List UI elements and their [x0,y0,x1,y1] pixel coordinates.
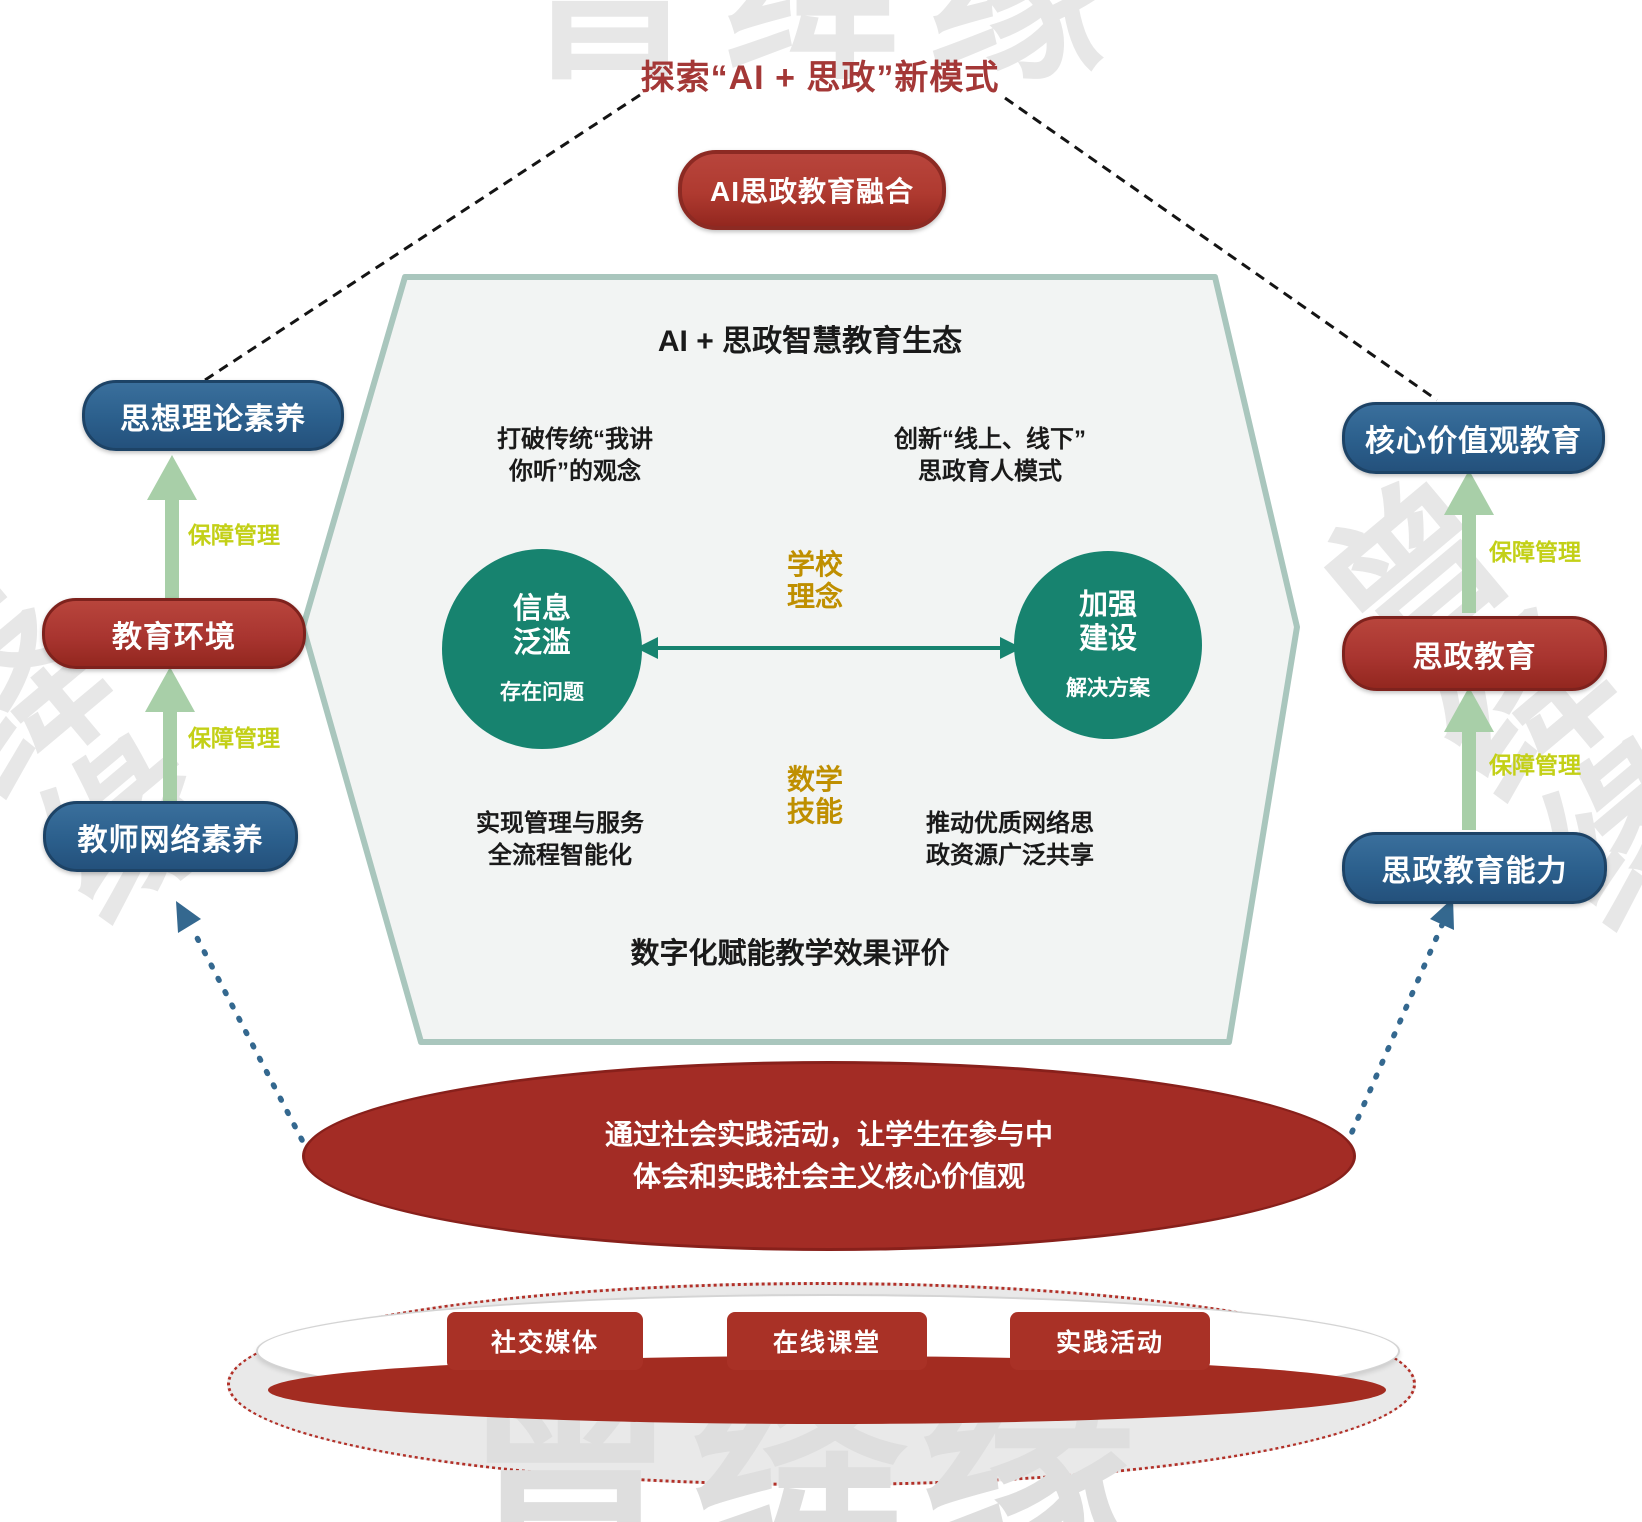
double-arrow-head-left [636,637,658,659]
dashed-line-left [204,93,641,382]
practice-ellipse: 通过社会实践活动，让学生在参与中 体会和实践社会主义核心价值观 [302,1061,1356,1251]
circle-line: 建设 [1078,623,1137,655]
page-title: 探索“AI + 思政”新模式 [640,59,1000,97]
gold-label-line: 理念 [786,581,843,613]
platform-item-practice: 实践活动 [1010,1312,1210,1370]
blurb-top-left: 打破传统“我讲 你听”的观念 [450,424,700,487]
blurb-line: 实现管理与服务 [476,810,644,837]
up-arrow-left-1 [147,455,197,598]
arrow-label-management: 保障管理 [188,725,280,751]
blurb-line: 全流程智能化 [488,841,632,869]
arrow-label-management: 保障管理 [1489,539,1581,565]
hexagon-heading: AI + 思政智慧教育生态 [657,325,963,358]
blurb-line: 推动优质网络思 [926,810,1094,837]
practice-line: 体会和实践社会主义核心价值观 [632,1161,1025,1192]
up-arrow-left-2 [145,667,195,801]
blurb-line: 思政育人模式 [918,457,1062,485]
blurb-bottom-left: 实现管理与服务 全流程智能化 [435,808,685,871]
pill-education-environment: 教育环境 [42,598,306,669]
circle-line: 加强 [1078,588,1137,621]
circle-line: 信息 [512,592,571,625]
circle-text: 加强 建设 [1079,588,1137,656]
pill-ideological-theory-literacy: 思想理论素养 [82,380,344,451]
up-arrow-right-2 [1444,687,1494,830]
blurb-bottom-right: 推动优质网络思 政资源广泛共享 [885,808,1135,871]
label-math-skill: 数学 技能 [755,764,875,828]
gold-label-line: 数学 [786,764,843,795]
platform-item-online-class: 在线课堂 [727,1312,927,1370]
circle-caption: 存在问题 [500,681,584,705]
blurb-line: 政资源广泛共享 [926,841,1094,869]
circle-text: 信息 泛滥 [513,592,571,660]
practice-line: 通过社会实践活动，让学生在参与中 [604,1119,1053,1150]
problem-circle: 信息 泛滥 存在问题 [442,549,642,749]
dashed-arrow-right [1349,922,1445,1135]
blurb-top-right: 创新“线上、线下” 思政育人模式 [865,424,1115,487]
blurb-line: 打破传统“我讲 [497,426,653,453]
dashed-arrow-right-head [1430,898,1454,930]
circle-line: 泛滥 [512,627,571,659]
arrow-label-management: 保障管理 [1489,752,1581,778]
double-arrow-head-right [1000,637,1022,659]
gold-label-line: 学校 [786,549,843,580]
pill-ideological-education: 思政教育 [1342,616,1607,691]
gold-label-line: 技能 [786,796,843,828]
circle-caption: 解决方案 [1066,677,1150,701]
blurb-line: 创新“线上、线下” [894,426,1086,453]
pill-teacher-network-literacy: 教师网络素养 [43,801,298,872]
hexagon-footer: 数字化赋能教学效果评价 [630,938,950,970]
dashed-arrow-left-head [176,901,201,933]
up-arrow-right-1 [1444,470,1494,613]
blurb-line: 你听”的观念 [509,457,641,485]
watermark-text: 曾绛缘 [520,0,1132,100]
arrow-label-management: 保障管理 [188,522,280,548]
dashed-arrow-left [190,927,305,1143]
label-school-concept: 学校 理念 [755,549,875,613]
dashed-line-right [1004,96,1438,402]
pill-core-values-education: 核心价值观教育 [1342,402,1605,474]
pill-ideological-education-ability: 思政教育能力 [1342,832,1607,904]
solution-circle: 加强 建设 解决方案 [1014,551,1202,739]
platform-item-social-media: 社交媒体 [447,1312,643,1370]
ai-fusion-pill: AI思政教育融合 [678,150,946,230]
